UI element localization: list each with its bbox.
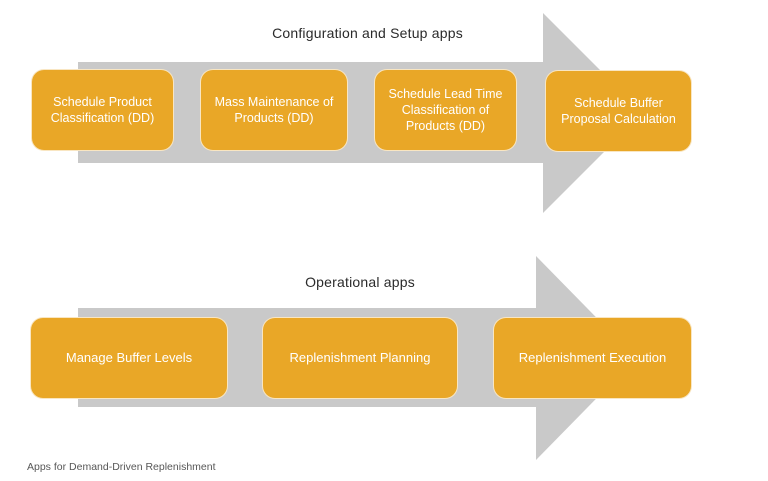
app-box-label: Replenishment Execution [518, 349, 667, 365]
app-box-label: Schedule Buffer Proposal Calculation [561, 95, 676, 126]
app-box-label: Schedule Product Classification (DD) [50, 94, 155, 125]
app-box-schedule-lead-time-classification: Schedule Lead Time Classification of Pro… [374, 69, 517, 151]
app-box-label: Schedule Lead Time Classification of Pro… [388, 86, 503, 134]
flow-title-operational: Operational apps [305, 274, 415, 290]
app-box-label: Replenishment Planning [289, 349, 431, 365]
app-box-replenishment-execution: Replenishment Execution [493, 317, 692, 399]
app-box-schedule-product-classification: Schedule Product Classification (DD) [31, 69, 174, 151]
app-box-replenishment-planning: Replenishment Planning [262, 317, 458, 399]
app-box-label: Mass Maintenance of Products (DD) [214, 94, 334, 125]
app-box-manage-buffer-levels: Manage Buffer Levels [30, 317, 228, 399]
app-box-label: Manage Buffer Levels [65, 349, 193, 365]
app-box-mass-maintenance-products: Mass Maintenance of Products (DD) [200, 69, 348, 151]
flow-title-configuration-setup: Configuration and Setup apps [272, 25, 463, 41]
diagram-caption: Apps for Demand-Driven Replenishment [27, 461, 216, 473]
app-box-schedule-buffer-proposal: Schedule Buffer Proposal Calculation [545, 70, 692, 152]
